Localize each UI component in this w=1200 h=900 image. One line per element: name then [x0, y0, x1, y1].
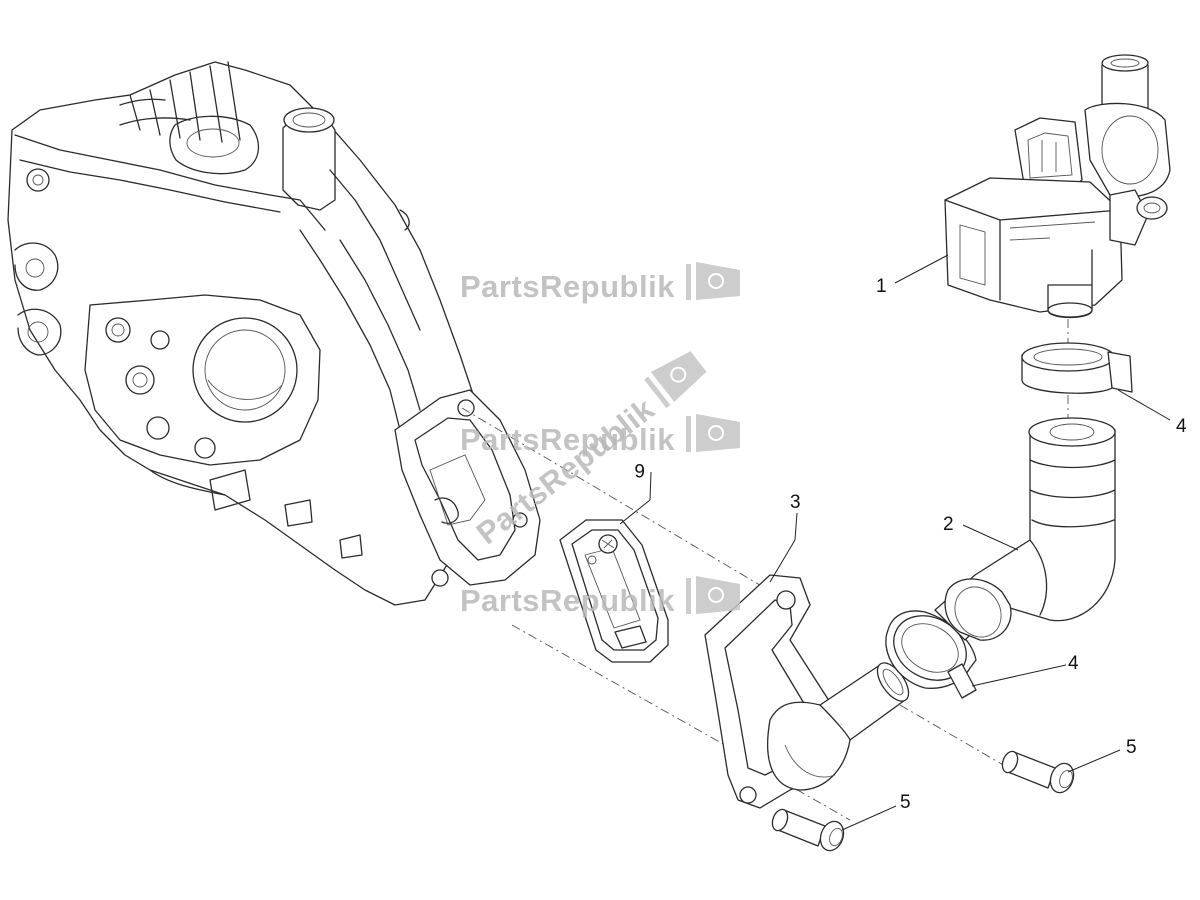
part-4-upper-hose-clamp — [1021, 342, 1133, 394]
watermark-top: PartsRepublik — [460, 262, 740, 304]
gear-flag-icon — [696, 262, 740, 300]
cylinder-head-assembly — [7, 61, 541, 606]
callout-5-lower: 5 — [900, 792, 911, 813]
part-5-bolt-upper — [1001, 750, 1075, 794]
part-4-lower-hose-clamp — [885, 610, 977, 699]
part-5-bolt-lower — [771, 808, 845, 852]
watermark-text: PartsRepublik — [460, 269, 675, 304]
callout-5-upper: 5 — [1126, 737, 1137, 758]
watermark-text: PartsRepublik — [460, 583, 675, 618]
part-1-solenoid-valve — [944, 54, 1171, 319]
callout-4-lower: 4 — [1068, 653, 1079, 674]
callout-6: 6 — [634, 459, 645, 480]
watermark-bottom: PartsRepublik — [460, 576, 740, 618]
part-3-intake-manifold — [704, 574, 910, 809]
gear-flag-icon — [650, 351, 707, 402]
part-2-hose — [934, 417, 1116, 641]
callout-3: 3 — [790, 492, 801, 513]
watermark-text: PartsRepublik — [460, 422, 675, 457]
callout-4-upper: 4 — [1176, 416, 1187, 437]
callout-1: 1 — [876, 276, 887, 297]
gear-flag-icon — [696, 414, 740, 452]
part-6-reed-gasket — [559, 519, 669, 663]
callout-labels: 1 2 3 4 4 5 5 6 — [634, 276, 1187, 813]
leader-lines — [619, 254, 1171, 831]
watermark-middle: PartsRepublik — [460, 414, 740, 457]
gear-flag-icon — [696, 576, 740, 614]
callout-2: 2 — [943, 514, 954, 535]
